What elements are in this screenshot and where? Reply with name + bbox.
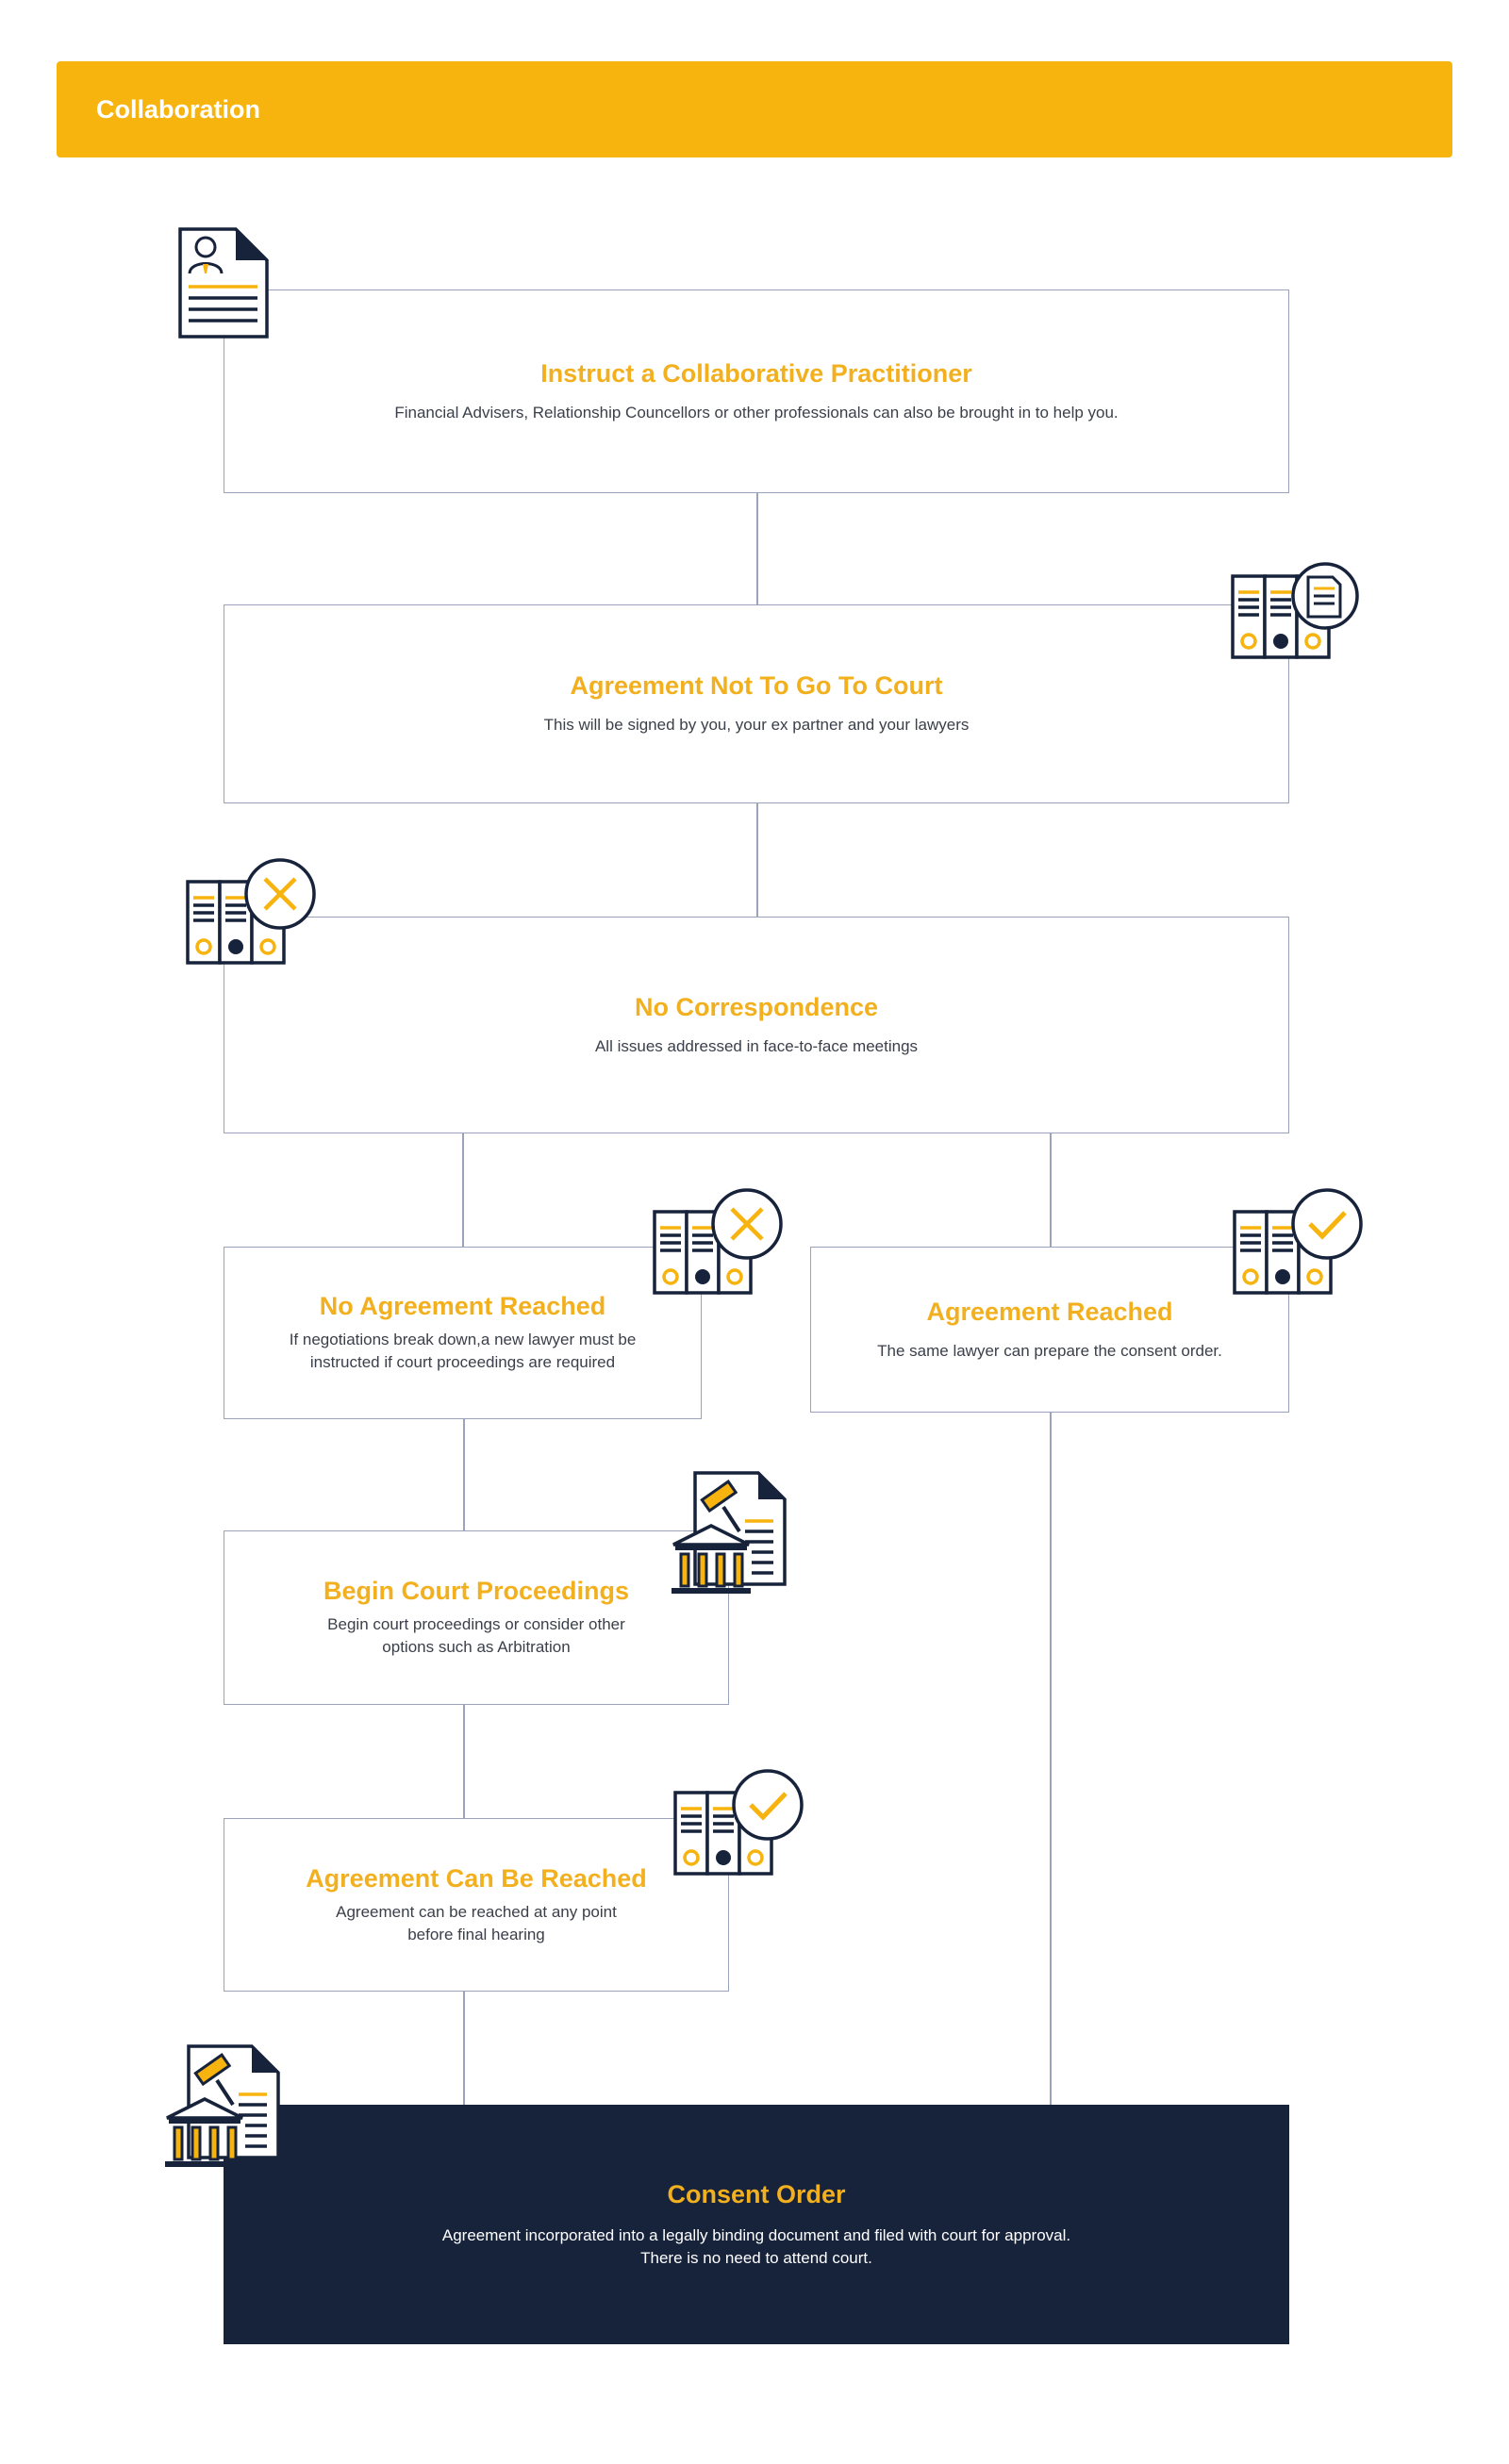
node-title: Agreement Not To Go To Court	[570, 671, 943, 700]
connector-canbe-consent	[463, 1992, 465, 2105]
node-instruct-practitioner: Instruct a Collaborative Practitioner Fi…	[224, 289, 1289, 493]
node-description-line: instructed if court proceedings are requ…	[309, 1353, 616, 1371]
node-title: Begin Court Proceedings	[323, 1577, 630, 1605]
node-description: The same lawyer can prepare the consent …	[877, 1341, 1222, 1360]
node-agreement-not-to-go-to-court: Agreement Not To Go To Court This will b…	[224, 604, 1289, 803]
node-description: All issues addressed in face-to-face mee…	[594, 1036, 919, 1055]
binders-document-icon	[1231, 562, 1359, 659]
node-agreement-reached: Agreement Reached The same lawyer can pr…	[810, 1247, 1289, 1413]
node-title: Agreement Can Be Reached	[306, 1863, 647, 1893]
header-banner: Collaboration	[57, 61, 1452, 157]
node-no-correspondence: No Correspondence All issues addressed i…	[224, 917, 1289, 1133]
node-title: Consent Order	[667, 2179, 846, 2208]
node-description: Financial Advisers, Relationship Councel…	[394, 403, 1119, 422]
connector-agreementreached-consent	[1050, 1413, 1052, 2105]
connector-noagreement-court	[463, 1419, 465, 1530]
court-document-icon	[165, 2042, 288, 2175]
node-description-line: Begin court proceedings or consider othe…	[327, 1615, 625, 1633]
connector-instruct-agreement	[756, 493, 758, 604]
node-title: No Agreement Reached	[319, 1292, 606, 1320]
connector-court-canbe	[463, 1705, 465, 1818]
node-title: No Correspondence	[634, 992, 879, 1021]
node-title: Agreement Reached	[926, 1297, 1173, 1326]
connector-correspondence-agreementreached	[1050, 1133, 1052, 1247]
node-begin-court-proceedings: Begin Court Proceedings Begin court proc…	[224, 1530, 729, 1705]
node-description-line: options such as Arbitration	[382, 1638, 571, 1656]
node-description-line: Agreement incorporated into a legally bi…	[441, 2225, 1071, 2244]
binders-check-icon	[1233, 1188, 1363, 1295]
node-agreement-can-be-reached: Agreement Can Be Reached Agreement can b…	[224, 1818, 729, 1992]
connector-correspondence-noagreement	[462, 1133, 464, 1247]
node-no-agreement-reached: No Agreement Reached If negotiations bre…	[224, 1247, 702, 1419]
binders-cross-icon	[653, 1188, 783, 1295]
cv-document-icon	[177, 226, 272, 339]
node-description-line: There is no need to attend court.	[640, 2248, 872, 2267]
node-description-line: before final hearing	[407, 1925, 545, 1943]
node-description-line: If negotiations break down,a new lawyer …	[289, 1331, 637, 1348]
node-consent-order: Consent Order Agreement incorporated int…	[224, 2105, 1289, 2344]
node-title: Instruct a Collaborative Practitioner	[540, 358, 972, 388]
binders-cross-icon	[186, 858, 316, 965]
node-description: This will be signed by you, your ex part…	[543, 716, 970, 734]
binders-check-icon	[673, 1769, 804, 1876]
court-document-icon	[672, 1469, 794, 1601]
node-description-line: Agreement can be reached at any point	[336, 1902, 617, 1921]
connector-agreement-correspondence	[756, 803, 758, 917]
header-title: Collaboration	[96, 95, 260, 124]
